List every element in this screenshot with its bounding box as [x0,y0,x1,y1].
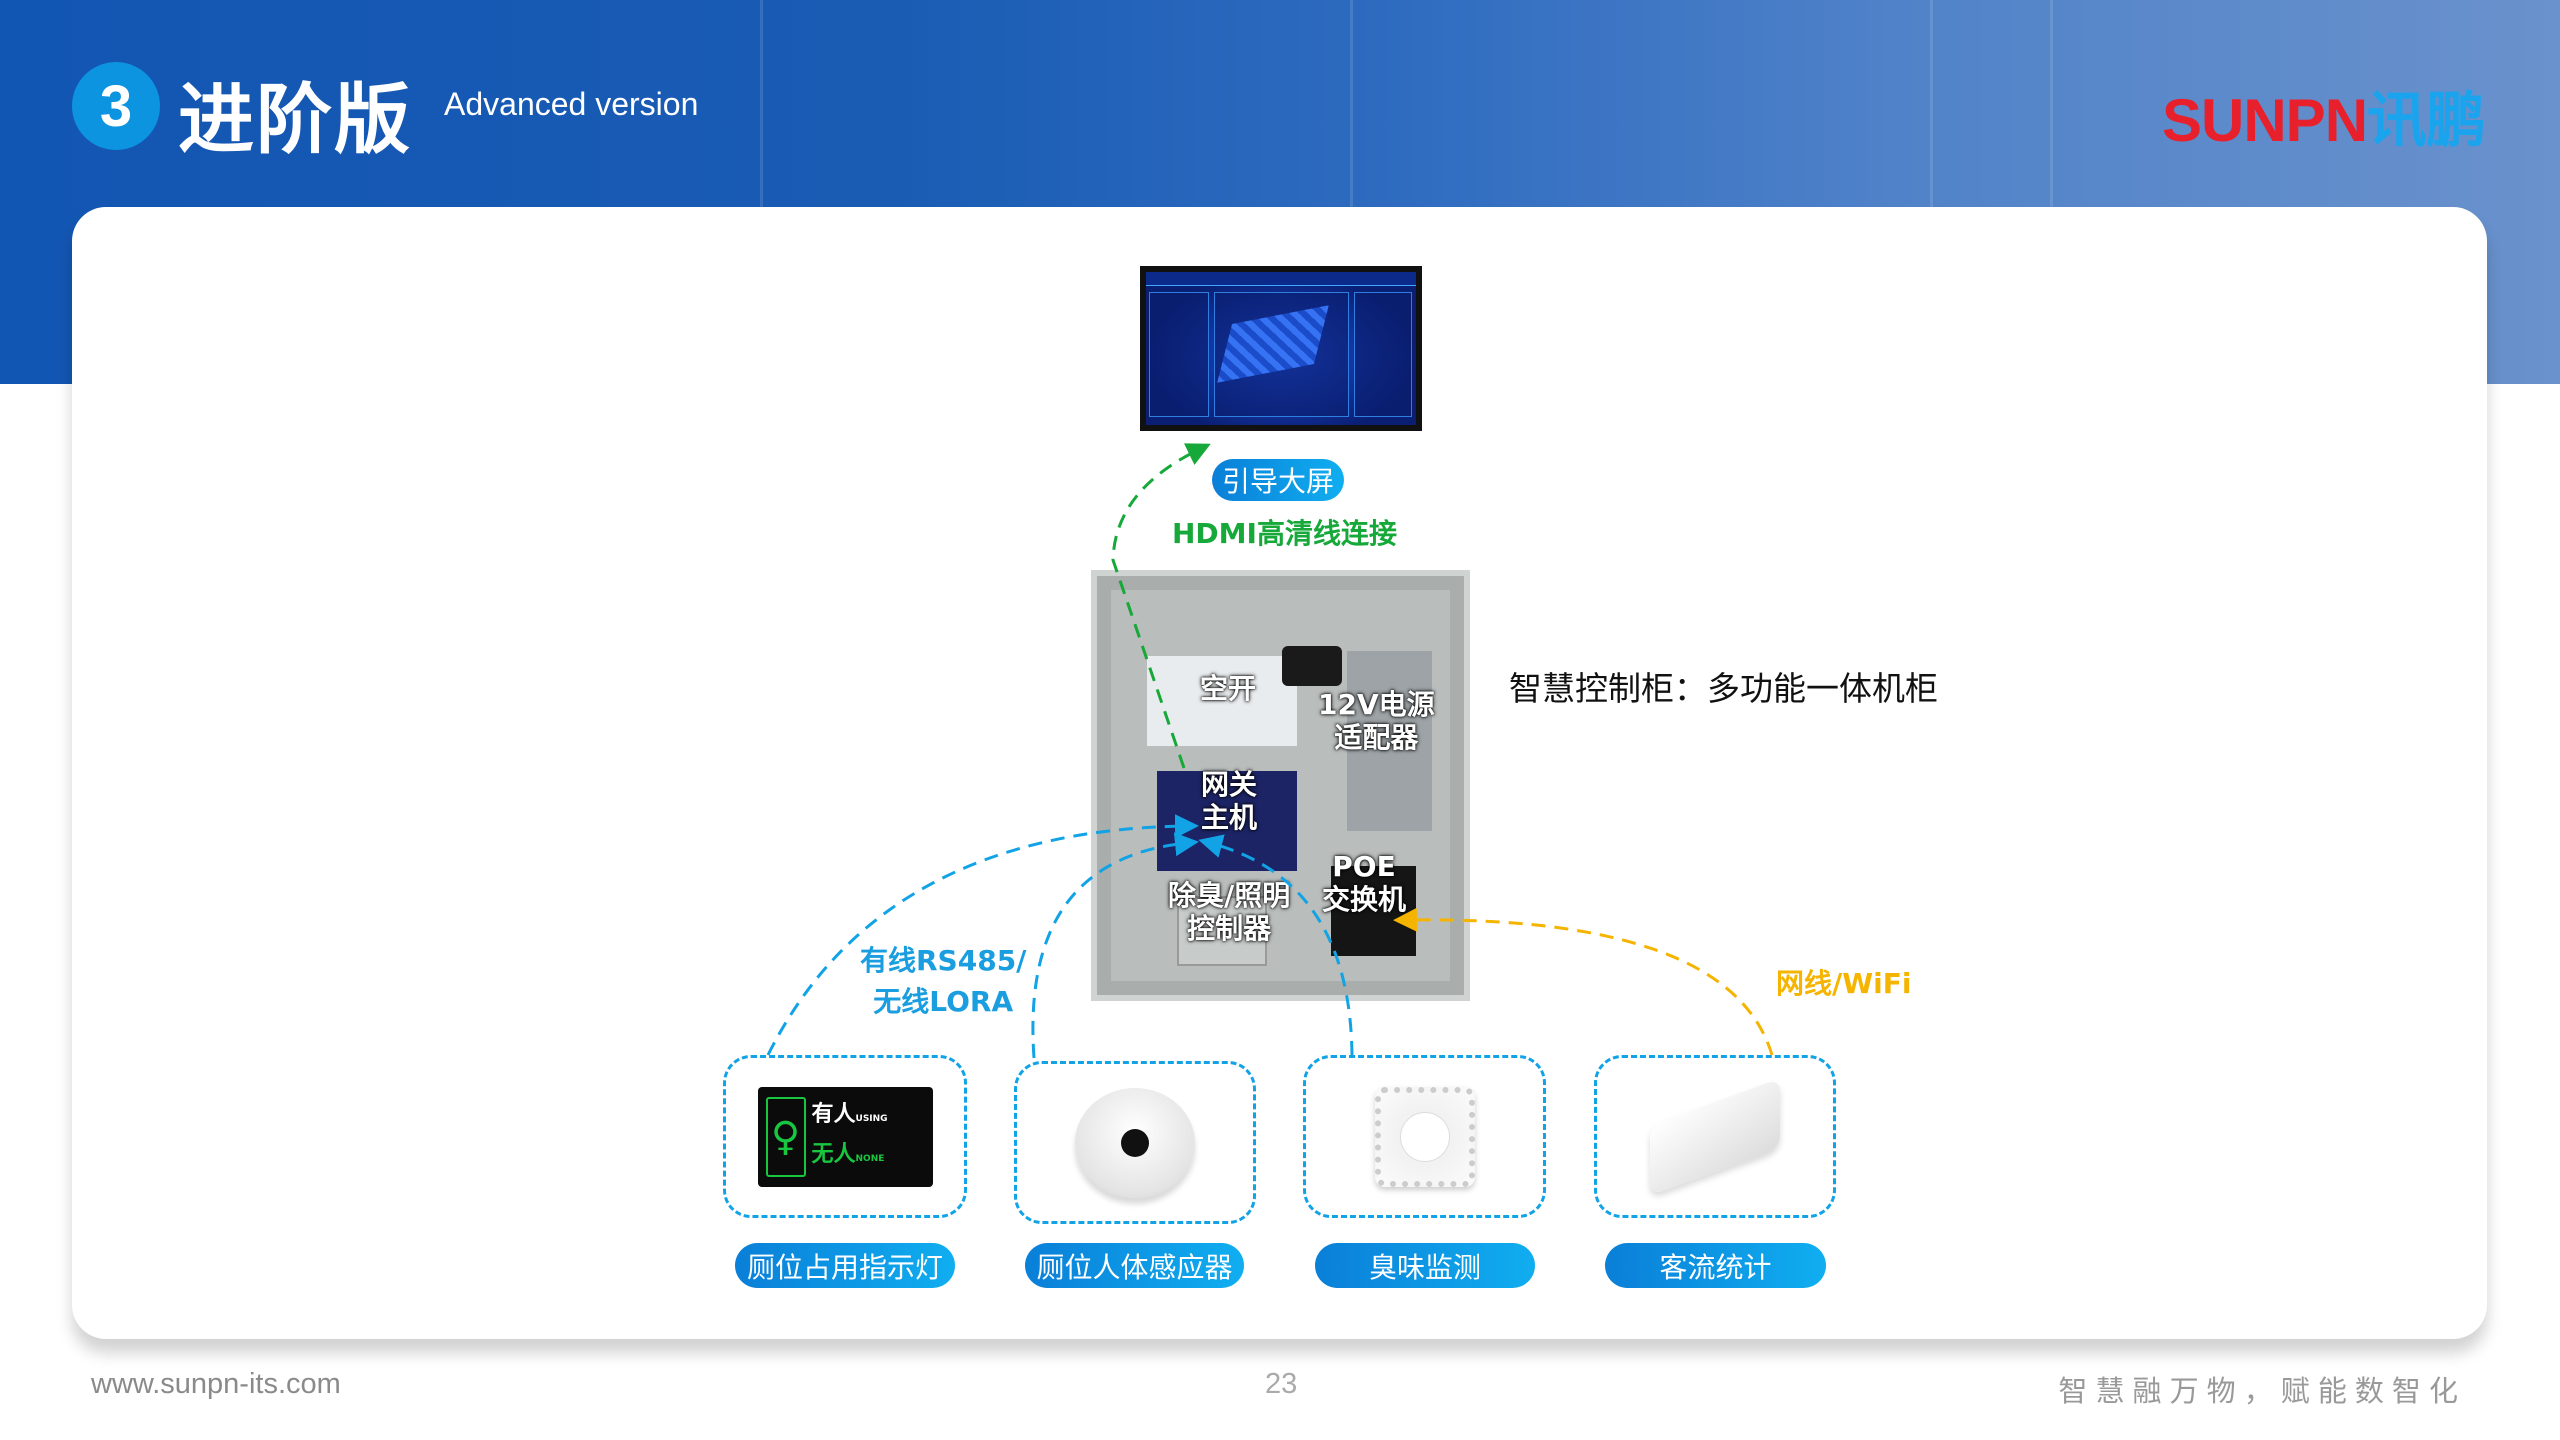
adapter [1282,646,1342,686]
device-people-counter [1594,1055,1836,1218]
page-subtitle: Advanced version [444,86,699,122]
poe-label: POE 交换机 [1322,850,1407,916]
display-label: 引导大屏 [1212,459,1344,501]
network-label: 网线/WiFi [1776,967,1912,1000]
bg-decor [760,0,763,384]
power-label: 12V电源 适配器 [1318,688,1435,754]
female-icon: ♀ [765,1096,806,1177]
rs485-line-2 [1031,832,1199,1059]
hdmi-label: HDMI高清线连接 [1172,517,1397,550]
rs485-line-3 [1198,834,1354,1056]
device-body-sensor [1014,1061,1256,1224]
guide-display-image [1140,266,1422,431]
occupancy-sign-image: ♀ 有人USING 无人NONE [757,1086,933,1187]
controller [1177,896,1267,966]
power-supply [1347,651,1432,831]
bg-decor [1930,0,1933,384]
rs485-line-1 [766,814,1199,1056]
network-line [1393,907,1774,1056]
logo-cn: 讯鹏 [2367,87,2486,154]
logo-en: SUNPN [2162,87,2368,154]
counter-image [1650,1077,1780,1196]
website-link[interactable]: www.sunpn-its.com [91,1368,341,1400]
section-number: 3 [72,62,160,150]
label-people-counter: 客流统计 [1605,1243,1826,1288]
page-title: 进阶版 [178,75,412,164]
cabinet-description: 智慧控制柜：多功能一体机柜 [1509,669,1938,708]
bg-decor [1350,0,1353,384]
label-occupancy-light: 厕位占用指示灯 [735,1243,955,1288]
sign-occupied: 有人 [811,1101,856,1127]
label-odor-monitor: 臭味监测 [1315,1243,1535,1288]
gateway-label: 网关 主机 [1201,768,1258,834]
sign-occupied-en: USING [855,1113,888,1124]
breaker-label: 空开 [1200,672,1257,705]
sign-vacant-en: NONE [855,1153,885,1164]
device-odor-monitor [1303,1055,1546,1218]
hdmi-line [1111,443,1211,769]
controller-label: 除臭/照明 控制器 [1168,879,1291,945]
sign-vacant: 无人 [811,1141,856,1167]
label-body-sensor: 厕位人体感应器 [1025,1243,1244,1288]
page-number: 23 [1265,1368,1298,1400]
slogan: 智 慧 融 万 物 ， 赋 能 数 智 化 [2058,1376,2458,1408]
brand-logo: SUNPN讯鹏 [2162,72,2486,159]
bg-decor [2050,0,2053,384]
odor-sensor-image [1374,1086,1475,1187]
sensor-image [1075,1087,1195,1198]
device-occupancy-light: ♀ 有人USING 无人NONE [723,1055,967,1218]
wired-label: 有线RS485/ 无线LORA [860,944,1027,1018]
breaker [1147,656,1297,746]
